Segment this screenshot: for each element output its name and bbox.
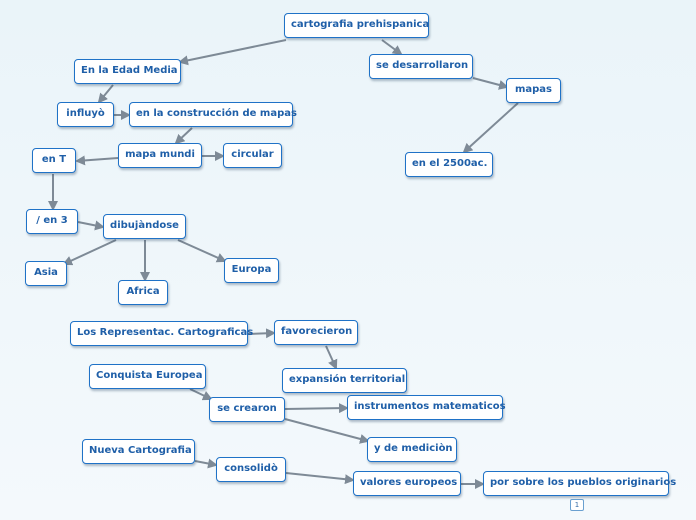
node-se-crearon[interactable]: se crearon: [209, 397, 285, 422]
node-conquista-europea[interactable]: Conquista Europea: [89, 364, 206, 389]
connector-favorecieron-to-expansion: [325, 345, 338, 370]
node-y-de-medicion[interactable]: y de mediciòn: [367, 437, 457, 462]
connector-dibujandose-to-asia: [62, 239, 117, 266]
connector-en-3-to-dibujandose: [77, 220, 105, 231]
connector-cartografia-to-edad-media: [178, 39, 287, 66]
node-europa[interactable]: Europa: [224, 258, 279, 283]
node-se-desarrollaron[interactable]: se desarrollaron: [369, 54, 473, 79]
node-africa[interactable]: Africa: [118, 280, 168, 305]
node-en-3[interactable]: / en 3: [26, 209, 78, 234]
connector-se-crearon-to-medicion: [284, 418, 370, 444]
node-mapas[interactable]: mapas: [506, 78, 561, 103]
node-consolido[interactable]: consolidò: [216, 457, 286, 482]
node-en-la-construccion[interactable]: en la construcción de mapas: [129, 102, 297, 127]
page-number-badge[interactable]: 1: [570, 499, 584, 511]
node-expansion-territorial[interactable]: expansión territorial: [282, 368, 407, 393]
connector-cartografia-to-se-desarrollaron: [381, 39, 403, 56]
node-valores-europeos[interactable]: valores europeos: [353, 471, 461, 496]
node-asia[interactable]: Asia: [25, 261, 67, 286]
connector-mapa-mundi-to-en-t: [75, 155, 119, 166]
node-mapa-mundi[interactable]: mapa mundi: [118, 143, 202, 168]
connector-mapas-to-2500: [462, 102, 519, 154]
connector-dibujandose-to-europa: [177, 239, 227, 263]
node-en-el-2500[interactable]: en el 2500ac.: [405, 152, 493, 177]
connector-se-desarrollaron-to-mapas: [472, 77, 509, 90]
node-cartografia-prehispanica[interactable]: cartografia prehispanica: [284, 13, 429, 38]
node-favorecieron[interactable]: favorecieron: [274, 320, 358, 345]
node-influyo[interactable]: influyò: [57, 102, 114, 127]
node-circular[interactable]: circular: [223, 143, 282, 168]
connector-construccion-to-mapa-mundi: [174, 127, 193, 145]
node-en-la-edad-media[interactable]: En la Edad Media: [74, 59, 181, 84]
connector-nueva-to-consolido: [194, 458, 218, 469]
connector-consolido-to-valores: [285, 472, 355, 485]
node-instrumentos-matematicos[interactable]: instrumentos matematicos: [347, 395, 506, 420]
connector-representac-to-favorecieron: [247, 328, 276, 339]
node-en-t[interactable]: en T: [32, 148, 76, 173]
connector-se-crearon-to-instrumentos: [284, 403, 349, 414]
node-pueblos-originarios[interactable]: por sobre los pueblos originarios: [483, 471, 676, 496]
node-nueva-cartografia[interactable]: Nueva Cartografia: [82, 439, 195, 464]
connector-edad-media-to-influyo: [97, 84, 114, 104]
node-dibujandose[interactable]: dibujàndose: [103, 214, 186, 239]
connector-conquista-to-se-crearon: [189, 388, 213, 401]
node-representaciones-cartograficas[interactable]: Los Representac. Cartograficas: [70, 321, 253, 346]
